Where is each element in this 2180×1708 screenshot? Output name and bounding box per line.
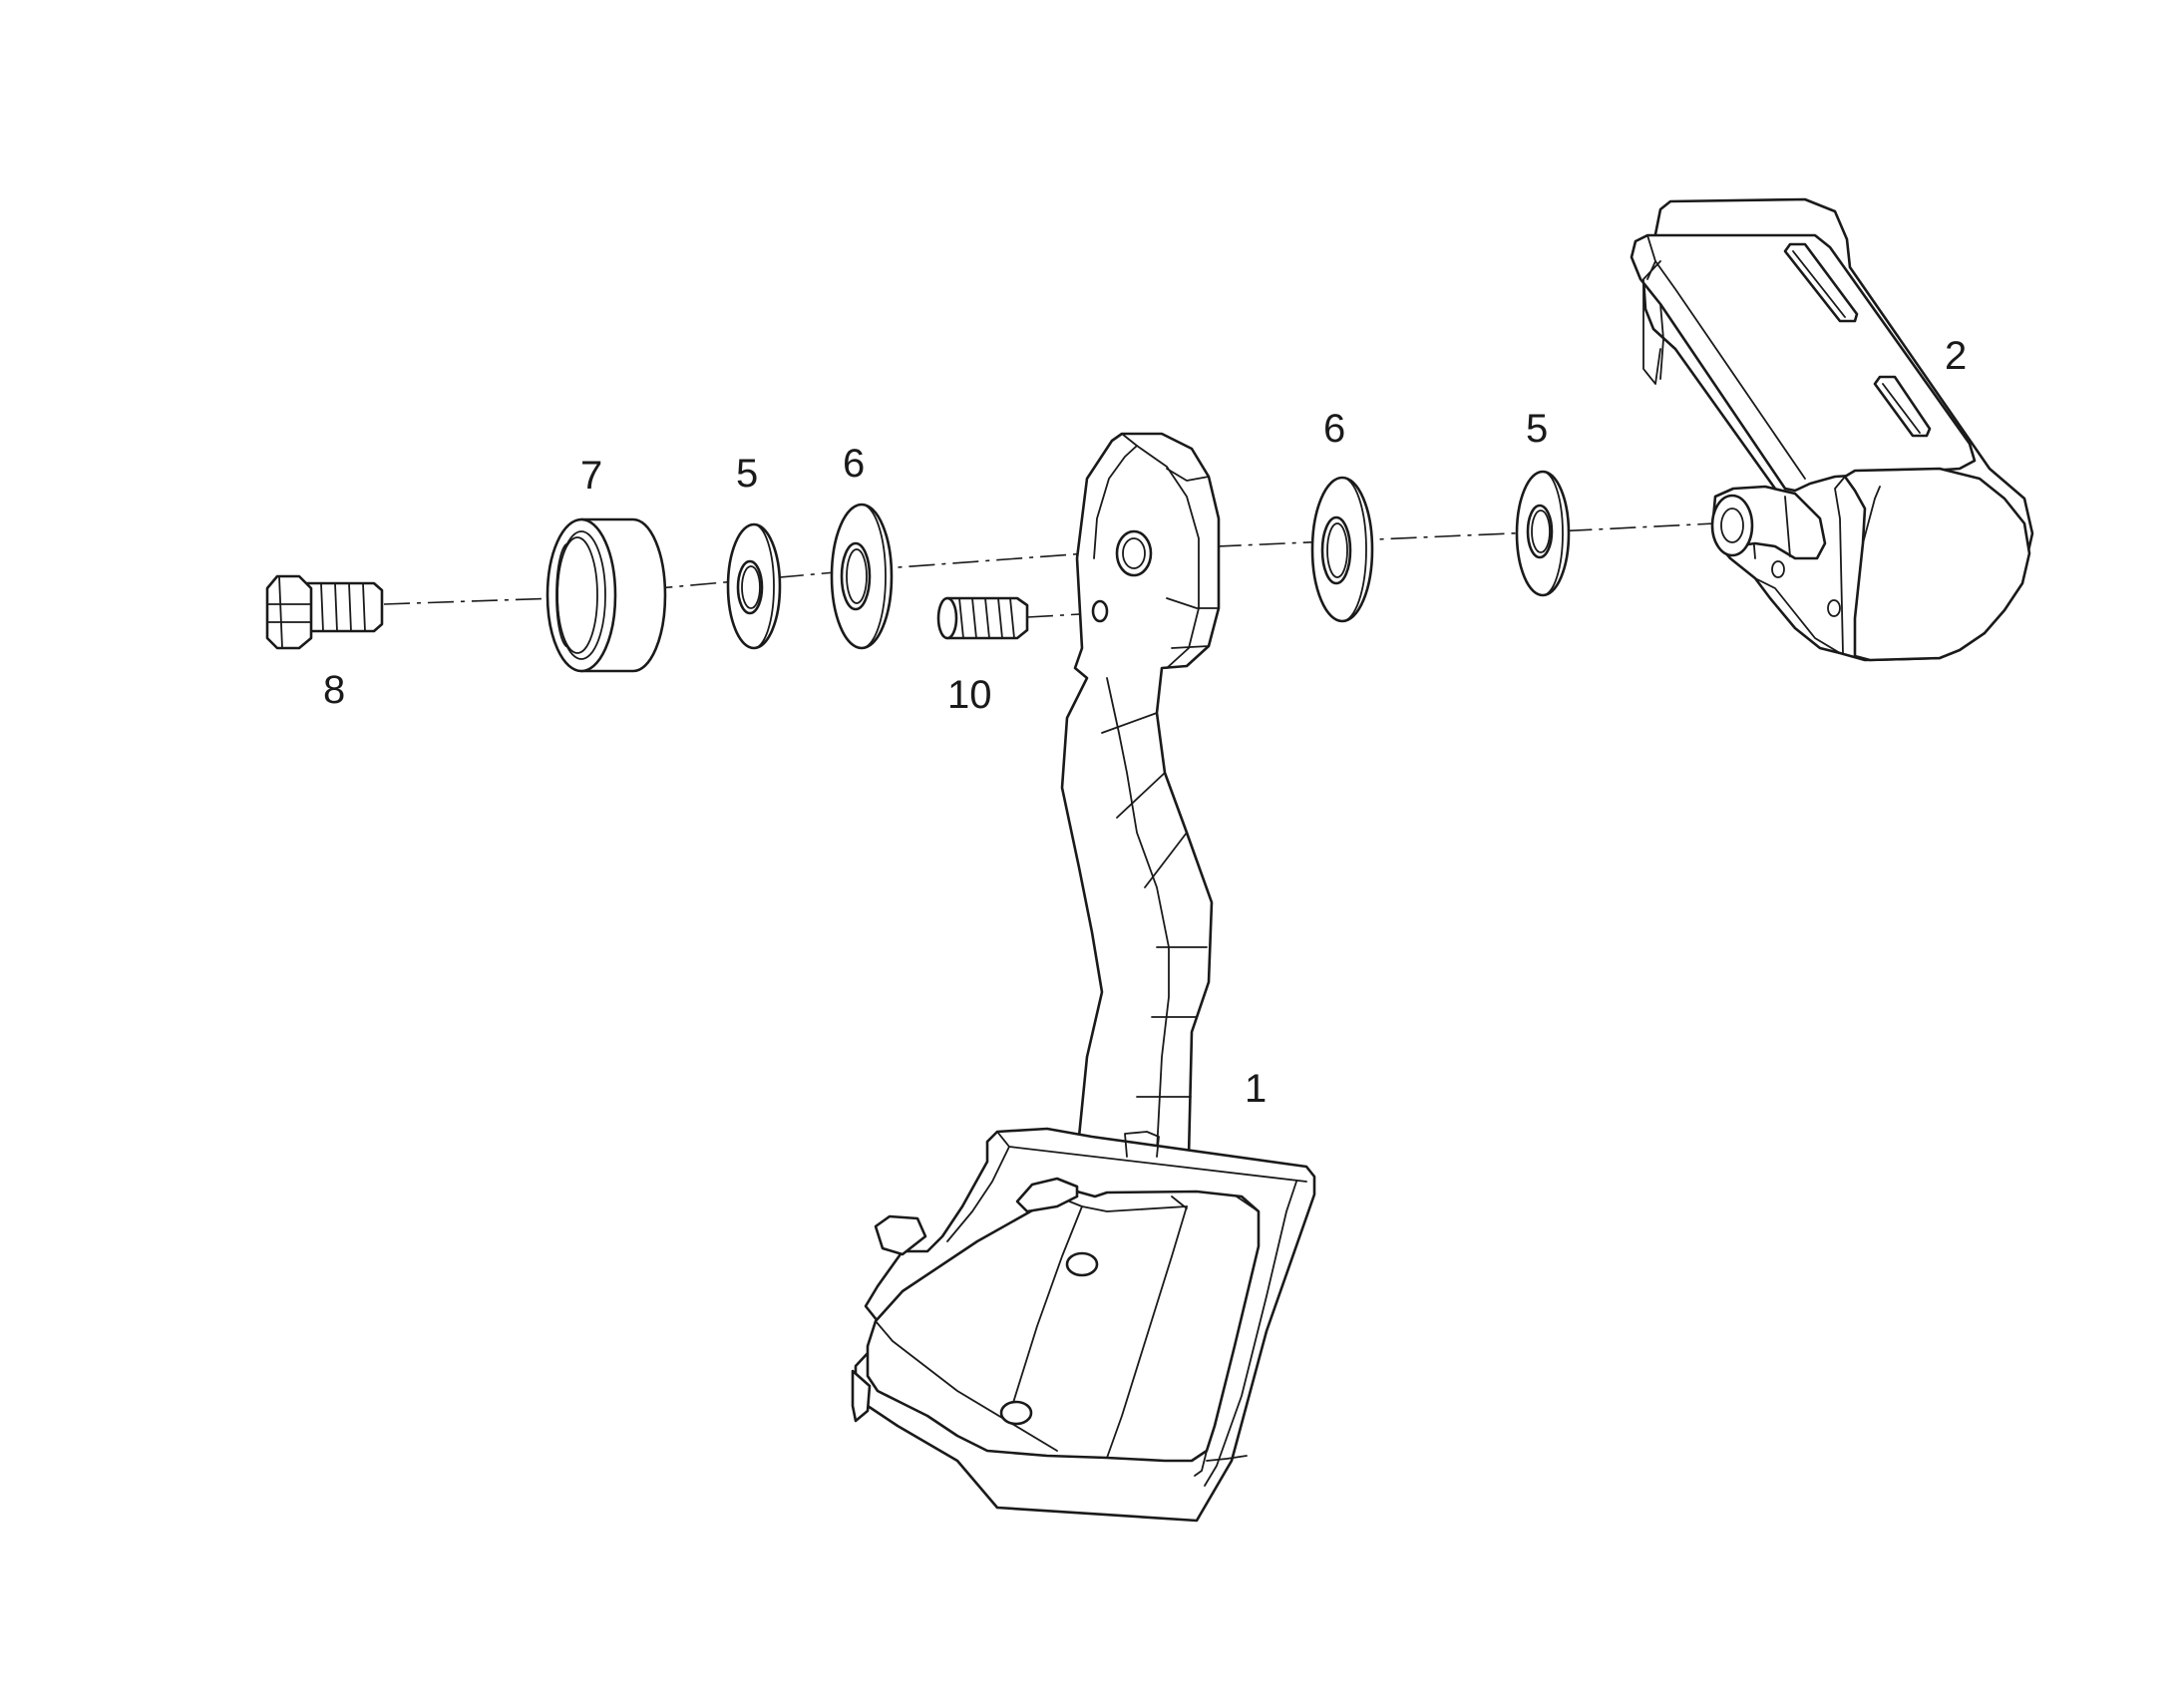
callout-part-7: 7 bbox=[580, 454, 602, 498]
callout-part-1: 1 bbox=[1245, 1067, 1267, 1111]
callout-part-5-left: 5 bbox=[736, 452, 758, 496]
washer-part-5-left bbox=[726, 522, 782, 650]
set-screw-part-10 bbox=[936, 596, 1029, 640]
callout-part-6-right: 6 bbox=[1323, 407, 1345, 451]
pedal-pad-part-1 bbox=[851, 1127, 1316, 1523]
callout-part-6-left: 6 bbox=[843, 442, 865, 486]
callout-part-2: 2 bbox=[1945, 334, 1967, 378]
callout-part-8: 8 bbox=[323, 668, 345, 712]
set-screw-axis-line bbox=[1026, 611, 1116, 618]
washer-part-5-right bbox=[1515, 470, 1571, 597]
callout-part-10: 10 bbox=[947, 673, 992, 717]
pedal-bracket-part-2 bbox=[1630, 197, 2034, 662]
callout-part-5-right: 5 bbox=[1526, 407, 1548, 451]
washer-part-6-right bbox=[1310, 476, 1374, 623]
pedal-arm-part-1 bbox=[1060, 432, 1221, 1159]
bushing-part-7 bbox=[545, 517, 667, 673]
hex-bolt-part-8 bbox=[265, 574, 384, 650]
washer-part-6-left bbox=[830, 503, 894, 650]
